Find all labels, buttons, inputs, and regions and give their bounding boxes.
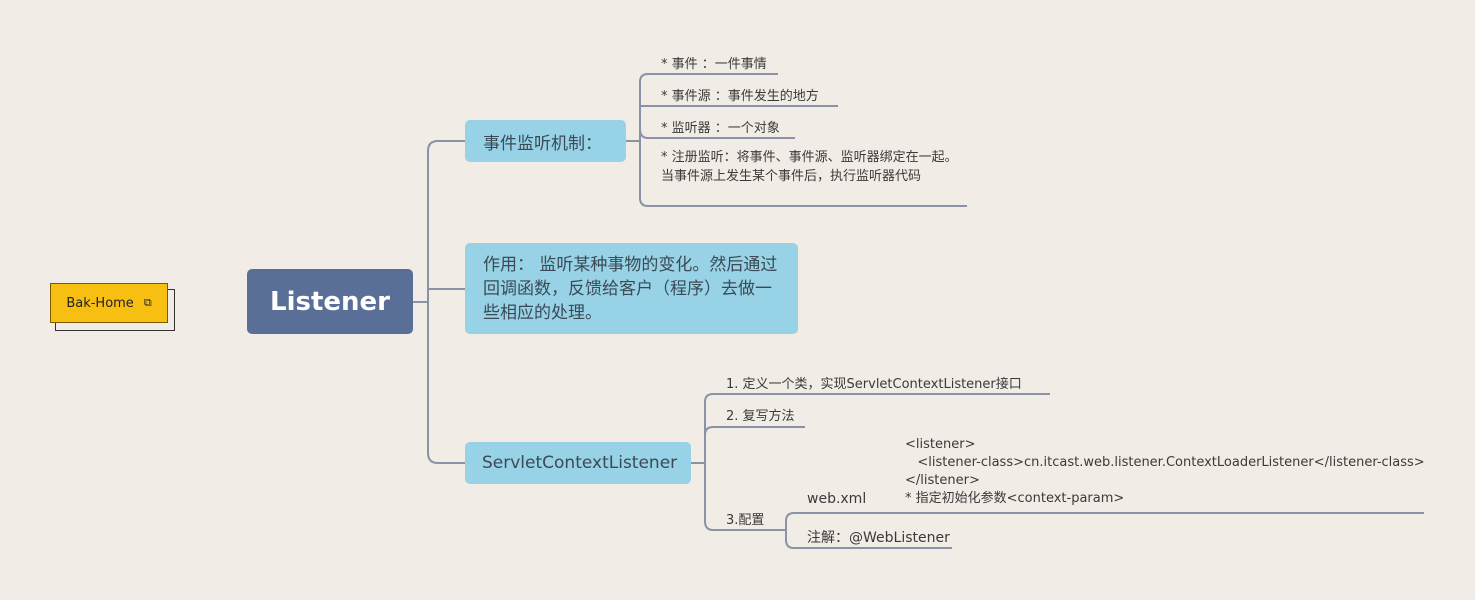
subtopic-register-listener[interactable]: * 注册监听：将事件、事件源、监听器绑定在一起。 当事件源上发生某个事件后，执行… xyxy=(661,150,958,184)
topic-servlet-context-listener-label: ServletContextListener xyxy=(482,453,678,473)
topic-purpose[interactable]: 作用： 监听某种事物的变化。然后通过回调函数，反馈给客户（程序）去做一些相应的处… xyxy=(465,243,798,334)
topic-event-mechanism[interactable]: 事件监听机制： xyxy=(465,120,626,162)
subtopic-annotation[interactable]: 注解：@WebListener xyxy=(807,530,950,546)
topic-purpose-label: 作用： 监听某种事物的变化。然后通过回调函数，反馈给客户（程序）去做一些相应的处… xyxy=(483,255,778,323)
subtopic-define-class[interactable]: 1. 定义一个类，实现ServletContextListener接口 xyxy=(726,377,1022,392)
webxml-code[interactable]: <listener> <listener-class>cn.itcast.web… xyxy=(905,437,1425,506)
topic-event-mechanism-label: 事件监听机制： xyxy=(483,133,602,154)
subtopic-listener[interactable]: * 监听器 ：一个对象 xyxy=(661,121,780,136)
central-topic[interactable]: Listener xyxy=(247,269,413,334)
central-topic-label: Listener xyxy=(270,286,390,317)
bak-home-label: Bak-Home xyxy=(66,295,134,311)
subtopic-event[interactable]: * 事件 ：一件事情 xyxy=(661,57,767,72)
bak-home-sticky[interactable]: Bak-Home ⧉ xyxy=(50,283,168,323)
subtopic-config[interactable]: 3.配置 xyxy=(726,513,765,528)
subtopic-override-methods[interactable]: 2. 复写方法 xyxy=(726,409,795,424)
link-icon[interactable]: ⧉ xyxy=(143,296,152,309)
subtopic-event-source[interactable]: * 事件源 ：事件发生的地方 xyxy=(661,89,819,104)
topic-servlet-context-listener[interactable]: ServletContextListener xyxy=(465,442,691,484)
subtopic-webxml-label[interactable]: web.xml xyxy=(807,491,867,507)
